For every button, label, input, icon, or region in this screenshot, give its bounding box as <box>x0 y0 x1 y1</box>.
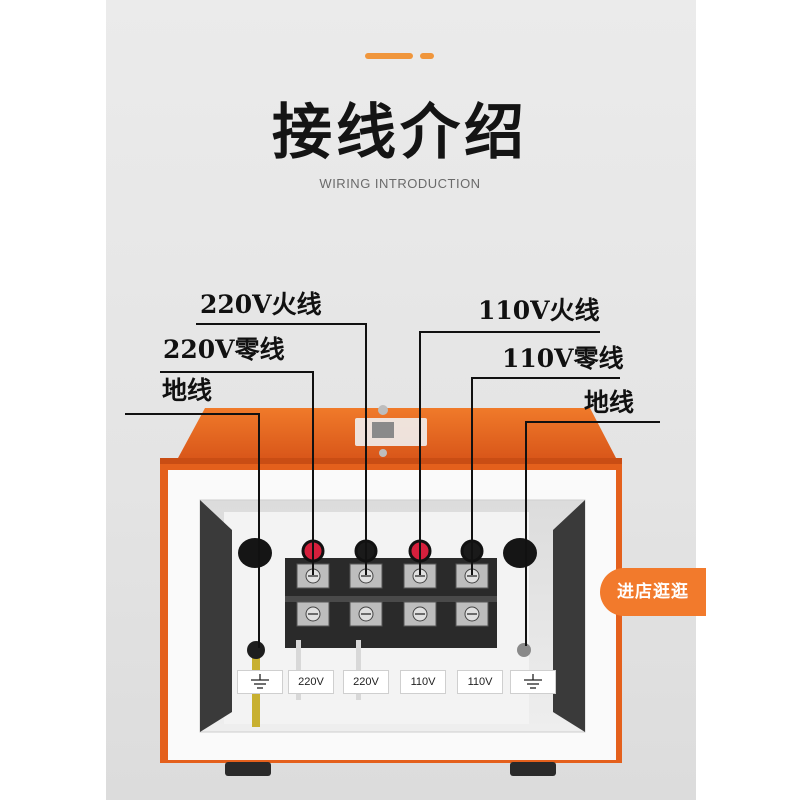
ground-icon <box>251 674 269 689</box>
callout-leaders <box>125 323 660 648</box>
callout-110v-neutral: 110V零线 <box>502 344 624 373</box>
page-subtitle: WIRING INTRODUCTION <box>319 176 481 191</box>
terminal-post <box>455 539 489 627</box>
tag-220v-2: 220V <box>343 670 389 694</box>
tag-110v-2: 110V <box>457 670 503 694</box>
device-feet <box>225 762 556 776</box>
header-accent-bar-short <box>420 53 434 59</box>
tag-220v-1: 220V <box>288 670 334 694</box>
cable-grommets <box>238 538 537 568</box>
visit-shop-button[interactable]: 进店逛逛 <box>600 568 706 616</box>
ground-icon <box>524 674 542 689</box>
callout-ground-right: 地线 <box>584 388 635 417</box>
tag-ground-right <box>510 670 556 694</box>
callout-220v-neutral: 220V零线 <box>163 335 285 364</box>
callout-220v-live: 220V火线 <box>200 290 322 319</box>
tag-110v-1: 110V <box>400 670 446 694</box>
page-title: 接线介绍 <box>272 98 528 168</box>
tag-ground-left <box>237 670 283 694</box>
header-accent-bar-long <box>365 53 413 59</box>
terminal-post <box>296 539 330 627</box>
callout-110v-live: 110V火线 <box>478 296 600 325</box>
callout-ground-left: 地线 <box>162 376 213 405</box>
side-vents <box>200 500 585 732</box>
